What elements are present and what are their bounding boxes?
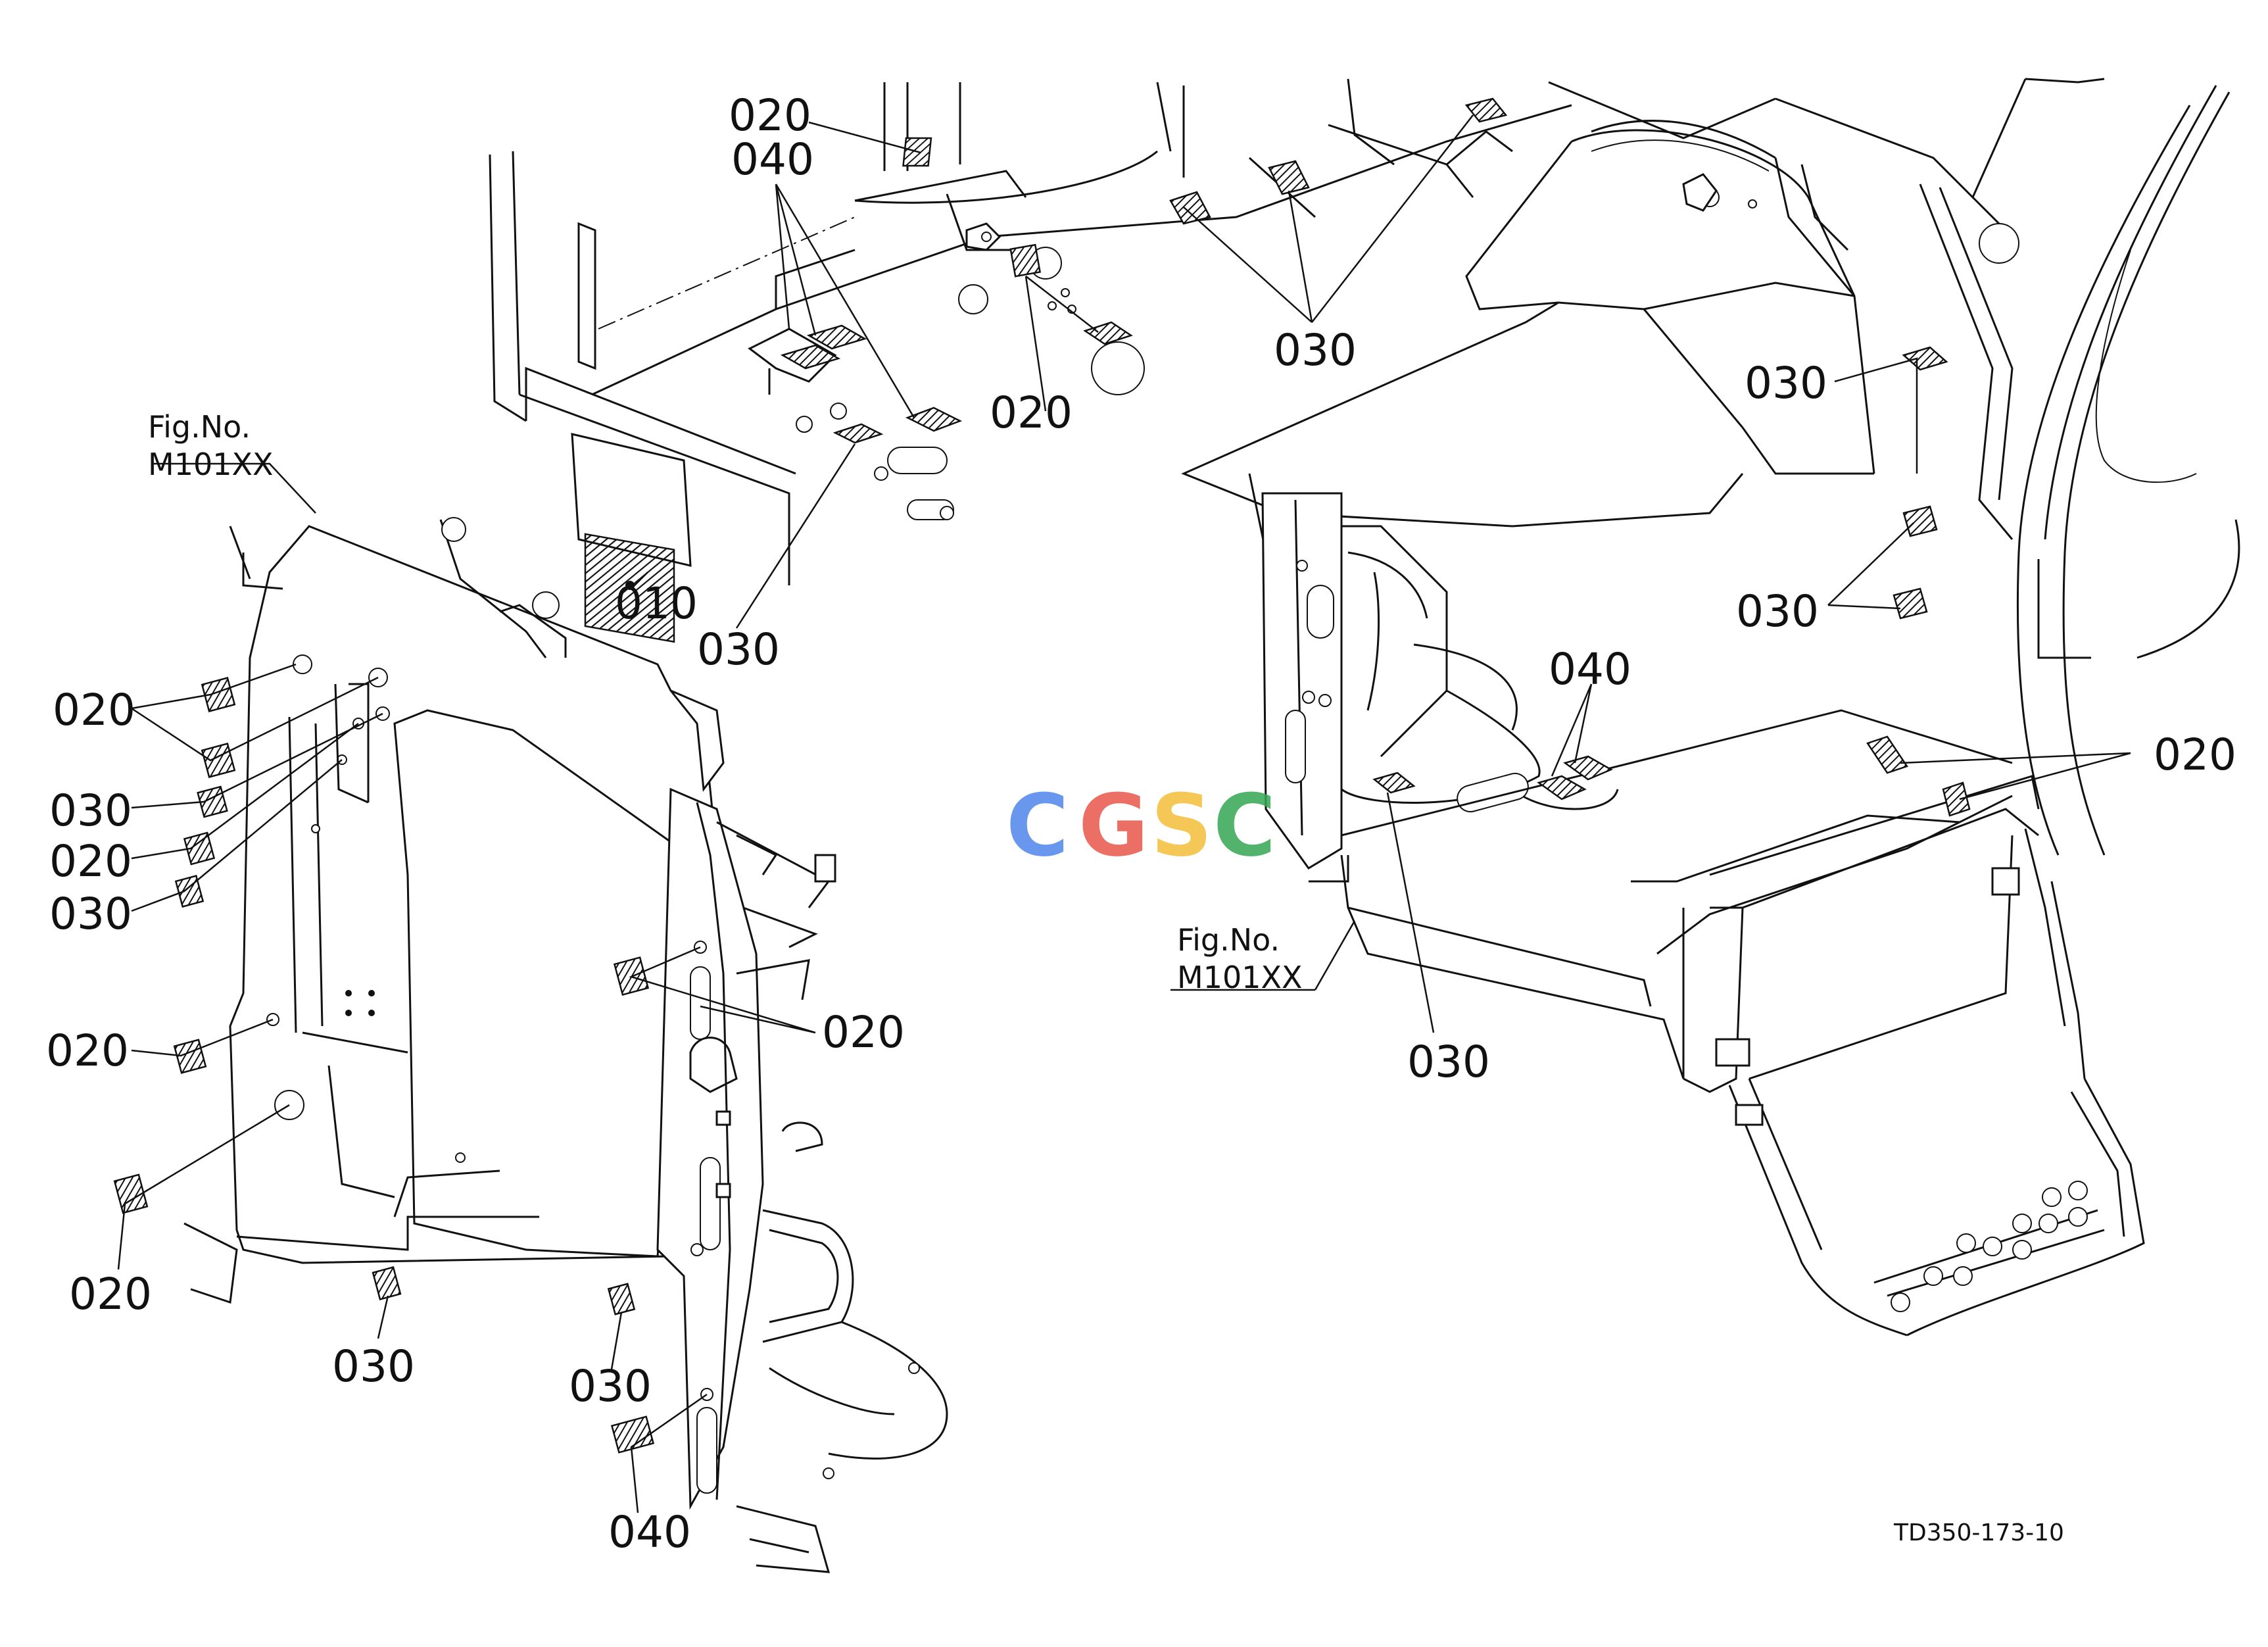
watermark-letter-4: C — [1213, 775, 1276, 875]
step-holes — [1891, 1181, 2088, 1312]
callout-020-left-3: 020 — [46, 1025, 129, 1076]
watermark-letter-3: S — [1151, 775, 1213, 875]
callout-030-left-2: 030 — [49, 889, 132, 939]
fig-ref-right-line2: M101XX — [1177, 960, 1303, 995]
callout-020-center: 020 — [990, 387, 1073, 438]
leader-lines — [117, 114, 2131, 1513]
drawing-code: TD350-173-10 — [1893, 1519, 2064, 1546]
callout-labels: 020 040 030 020 030 010 030 020 030 020 … — [46, 90, 2236, 1558]
callout-030-top-right: 030 — [1274, 325, 1357, 376]
decal-pads — [113, 97, 1971, 1454]
callout-030-left-1: 030 — [49, 785, 132, 836]
fig-ref-right-line1: Fig.No. — [1177, 922, 1280, 958]
callout-030-right-bottom: 030 — [1407, 1037, 1490, 1087]
callout-020-right: 020 — [2154, 729, 2236, 780]
side-panel-assembly — [183, 517, 948, 1573]
callout-020-left-bottom: 020 — [69, 1269, 152, 1319]
callout-040-right: 040 — [1549, 644, 1631, 695]
callout-030-bottom-left: 030 — [332, 1341, 415, 1392]
callout-030-center-left: 030 — [697, 624, 780, 675]
figure-reference-left: Fig.No. M101XX — [148, 409, 274, 482]
callout-030-right-middle: 030 — [1736, 586, 1819, 637]
fig-ref-left-line2: M101XX — [148, 447, 274, 482]
callout-020-center-panel: 020 — [822, 1007, 905, 1058]
callout-040-top: 040 — [731, 134, 814, 185]
watermark-letter-1: C — [1006, 775, 1069, 875]
callout-030-bottom-center: 030 — [569, 1361, 652, 1412]
fig-ref-left-line1: Fig.No. — [148, 409, 251, 445]
watermark-logo: C G S C — [1006, 775, 1276, 875]
callout-040-bottom: 040 — [608, 1507, 691, 1558]
callout-020-left-2: 020 — [49, 836, 132, 887]
callout-020-left-1: 020 — [53, 685, 135, 735]
callout-010: 010 — [615, 578, 698, 629]
callout-030-right-upper: 030 — [1745, 358, 1827, 408]
figure-reference-right: Fig.No. M101XX — [1177, 922, 1303, 995]
callout-020-top: 020 — [729, 90, 811, 141]
watermark-letter-2: G — [1078, 775, 1149, 875]
